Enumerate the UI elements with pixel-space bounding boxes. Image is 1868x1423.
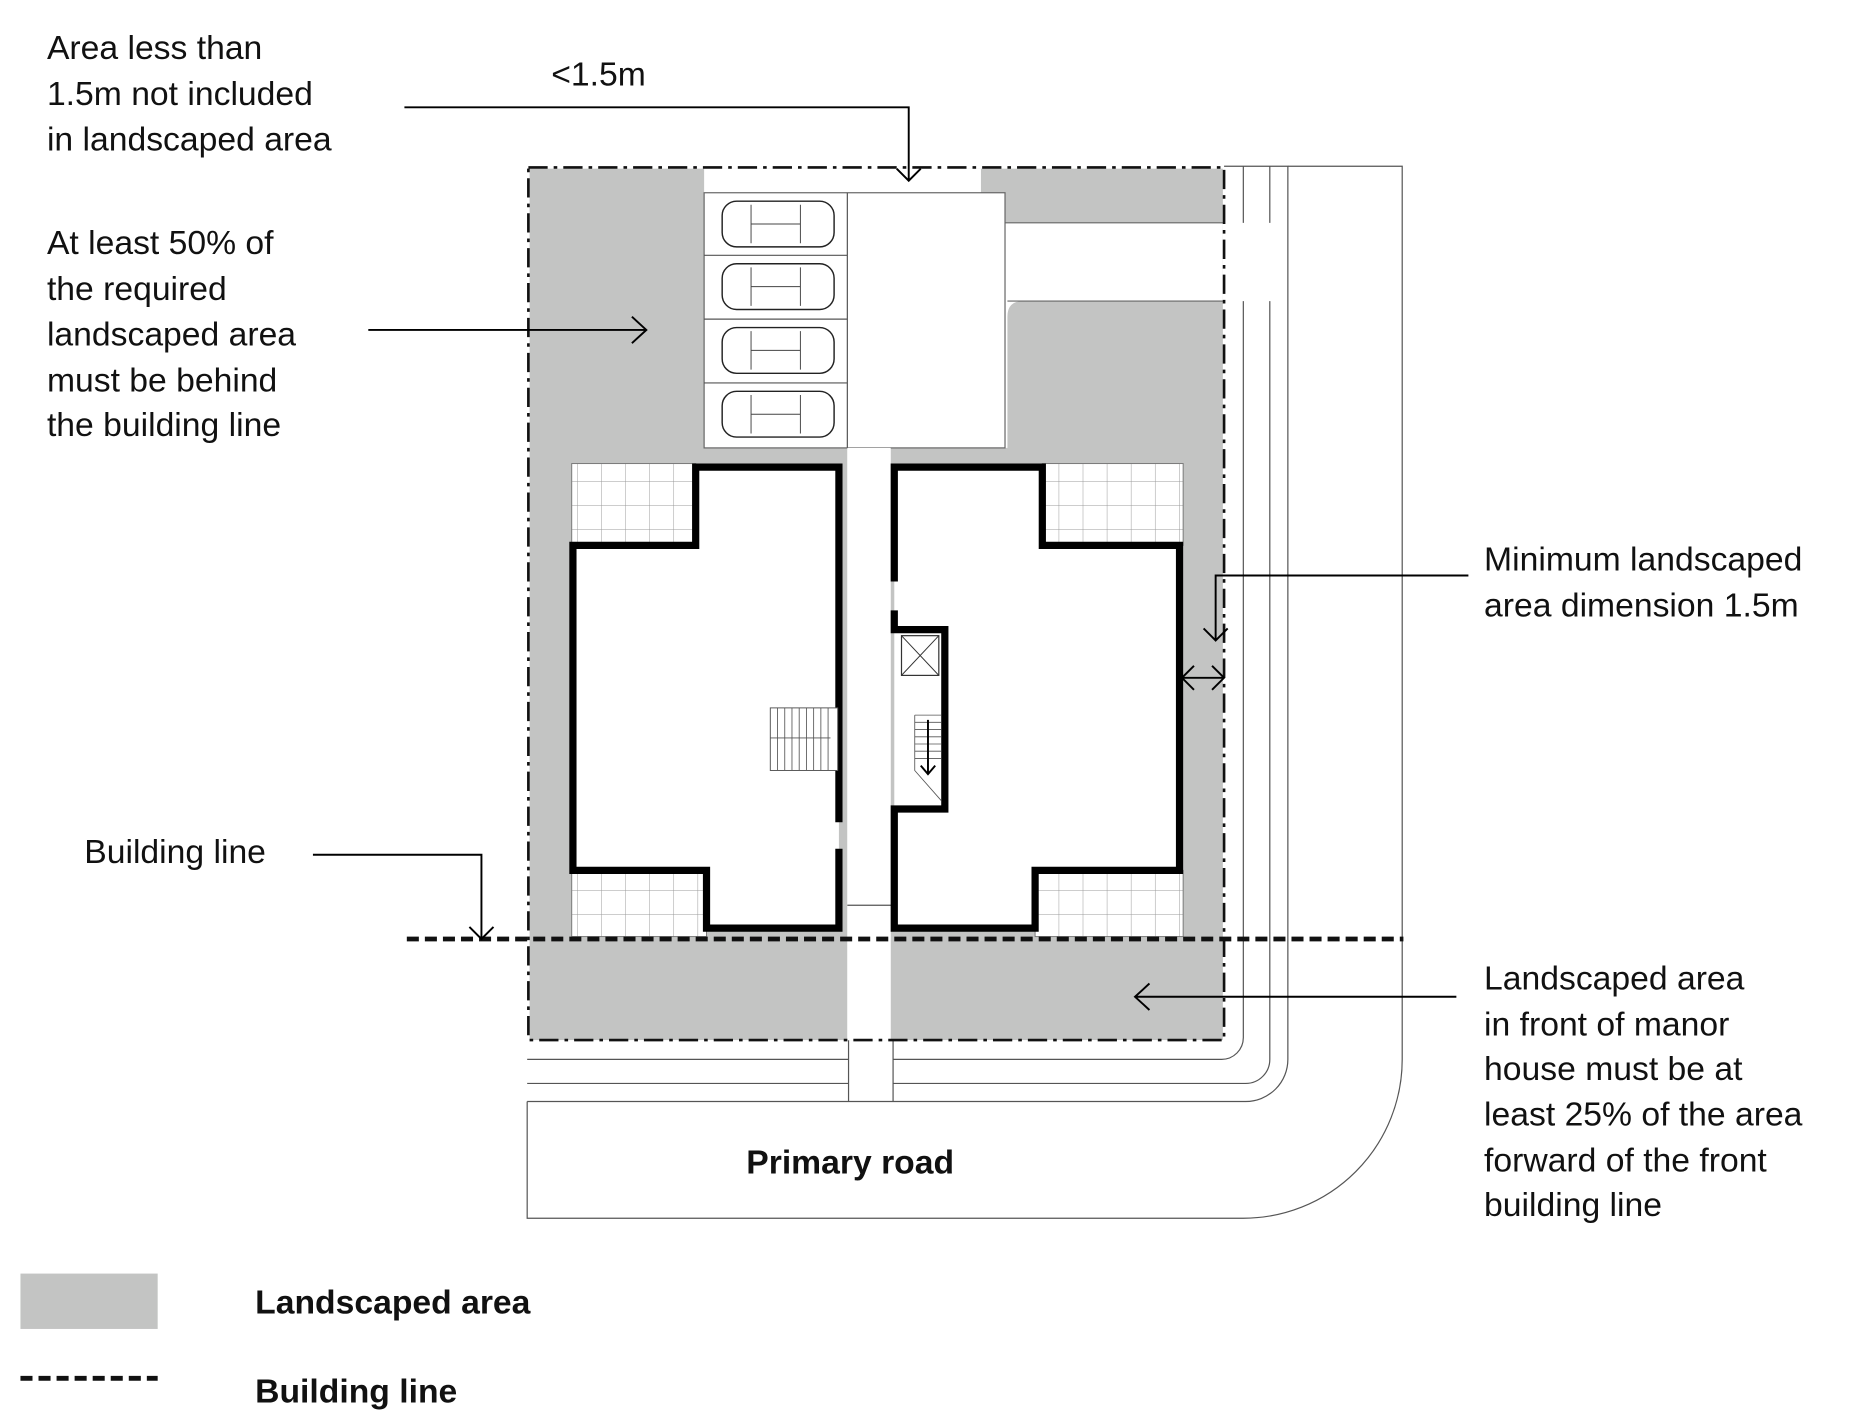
right-building <box>890 463 1184 932</box>
note-line: At least 50% of <box>47 224 274 262</box>
parking-bays <box>704 192 848 448</box>
note-line: forward of the front <box>1484 1141 1767 1179</box>
note-line: house must be at <box>1484 1050 1743 1088</box>
annotation-area-less-than: Area less than 1.5m not included in landsc… <box>47 29 922 183</box>
car-icon <box>721 200 835 248</box>
road-outlines <box>526 165 1403 1219</box>
road-label: Primary road <box>746 1144 954 1182</box>
annotation-minimum-dimension: Minimum landscaped area dimension 1.5m <box>1180 541 1802 691</box>
legend-label-building-line: Building line <box>255 1372 457 1410</box>
note-line: landscaped area <box>47 316 296 354</box>
note-line: in landscaped area <box>47 121 332 159</box>
annotation-landscaped-front: Landscaped area in front of manor house mu… <box>1133 960 1803 1224</box>
note-line: area dimension 1.5m <box>1484 586 1799 624</box>
note-line: Minimum landscaped <box>1484 541 1802 579</box>
note-line: Landscaped area <box>1484 960 1745 998</box>
legend-label-landscaped: Landscaped area <box>255 1283 531 1321</box>
car-icon <box>721 390 835 438</box>
note-line: Building line <box>84 833 266 871</box>
note-line: building line <box>1484 1186 1662 1224</box>
note-line: 1.5m not included <box>47 75 313 113</box>
legend: Landscaped area Building line <box>20 1273 531 1410</box>
left-building <box>569 463 843 932</box>
note-line: least 25% of the area <box>1484 1096 1803 1134</box>
terraces <box>571 463 1184 938</box>
car-icon <box>721 263 835 311</box>
note-line: must be behind <box>47 361 277 399</box>
annotation-at-least-50: At least 50% of the required landscaped ar… <box>47 224 648 444</box>
note-line: the building line <box>47 406 281 444</box>
car-icon <box>721 326 835 375</box>
dimension-label: <1.5m <box>551 56 646 94</box>
site-boundary <box>527 166 1226 1042</box>
legend-swatch-landscaped <box>20 1273 158 1329</box>
note-line: the required <box>47 270 227 308</box>
lift-icon <box>900 635 940 676</box>
note-line: in front of manor <box>1484 1005 1729 1043</box>
annotation-building-line: Building line <box>84 833 495 941</box>
note-line: Area less than <box>47 29 262 67</box>
stair-icon <box>769 707 839 771</box>
stair-icon <box>914 714 942 801</box>
